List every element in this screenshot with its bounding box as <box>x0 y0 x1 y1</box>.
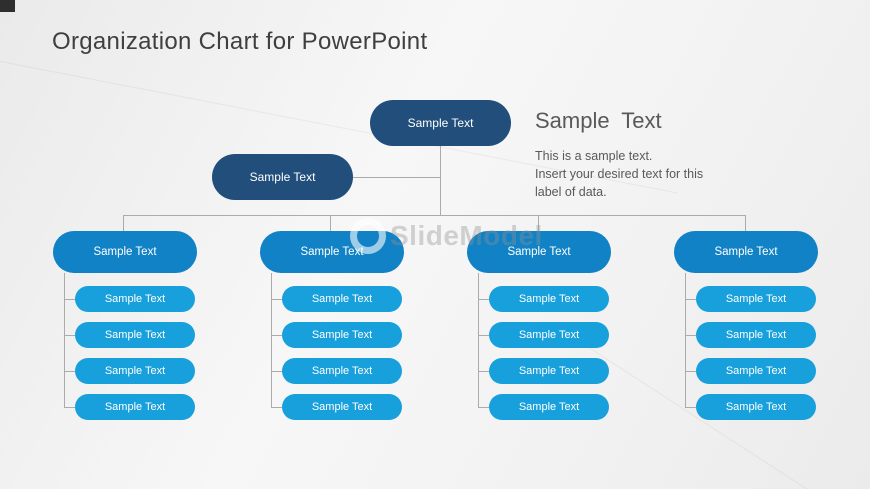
org-node-branch-4[interactable]: Sample Text <box>674 231 818 273</box>
org-node-child[interactable]: Sample Text <box>489 322 609 348</box>
org-branch-1: Sample Text Sample Text Sample Text Samp… <box>53 231 197 421</box>
connector-child-stub <box>685 407 696 408</box>
connector-child-stub <box>64 407 75 408</box>
connector-child-stub <box>685 335 696 336</box>
connector-children-rail <box>271 273 272 407</box>
connector-main-horizontal <box>123 215 746 216</box>
annotation-line: label of data. <box>535 185 607 199</box>
connector-child-stub <box>271 371 282 372</box>
annotation-heading: Sample Text <box>535 108 662 133</box>
org-node-child[interactable]: Sample Text <box>282 286 402 312</box>
connector-child-stub <box>64 371 75 372</box>
connector-child-stub <box>478 371 489 372</box>
annotation-line: Insert your desired text for this <box>535 167 704 181</box>
connector-branch-drop <box>538 215 539 231</box>
org-node-child[interactable]: Sample Text <box>282 322 402 348</box>
connector-child-stub <box>64 335 75 336</box>
connector-child-stub <box>478 299 489 300</box>
org-node-child[interactable]: Sample Text <box>282 394 402 420</box>
org-branch-4: Sample Text Sample Text Sample Text Samp… <box>674 231 818 421</box>
org-node-branch-3[interactable]: Sample Text <box>467 231 611 273</box>
org-node-child[interactable]: Sample Text <box>75 286 195 312</box>
org-node-assistant[interactable]: Sample Text <box>212 154 353 200</box>
org-node-child[interactable]: Sample Text <box>282 358 402 384</box>
annotation-block[interactable]: Sample Text This is a sample text. Inser… <box>535 108 745 201</box>
slide-title[interactable]: Organization Chart for PowerPoint <box>52 28 428 55</box>
org-node-child[interactable]: Sample Text <box>75 394 195 420</box>
org-node-root[interactable]: Sample Text <box>370 100 511 146</box>
org-node-child[interactable]: Sample Text <box>696 322 816 348</box>
org-node-child[interactable]: Sample Text <box>489 286 609 312</box>
org-node-child[interactable]: Sample Text <box>75 322 195 348</box>
org-node-branch-2[interactable]: Sample Text <box>260 231 404 273</box>
connector-child-stub <box>271 335 282 336</box>
connector-branch-drop <box>330 215 331 231</box>
org-node-child[interactable]: Sample Text <box>696 358 816 384</box>
connector-child-stub <box>64 299 75 300</box>
org-branch-2: Sample Text Sample Text Sample Text Samp… <box>260 231 404 421</box>
connector-root-vertical <box>440 146 441 215</box>
connector-child-stub <box>685 299 696 300</box>
connector-child-stub <box>478 335 489 336</box>
connector-child-stub <box>685 371 696 372</box>
annotation-line: This is a sample text. <box>535 149 653 163</box>
connector-assistant-horizontal <box>353 177 440 178</box>
annotation-body: This is a sample text. Insert your desir… <box>535 147 745 201</box>
corner-mark <box>0 0 15 12</box>
connector-children-rail <box>478 273 479 407</box>
connector-child-stub <box>271 407 282 408</box>
org-node-child[interactable]: Sample Text <box>75 358 195 384</box>
org-node-child[interactable]: Sample Text <box>489 358 609 384</box>
connector-children-rail <box>64 273 65 407</box>
connector-child-stub <box>478 407 489 408</box>
connector-branch-drop <box>745 215 746 231</box>
connector-child-stub <box>271 299 282 300</box>
org-node-child[interactable]: Sample Text <box>696 394 816 420</box>
org-node-child[interactable]: Sample Text <box>696 286 816 312</box>
org-node-child[interactable]: Sample Text <box>489 394 609 420</box>
connector-branch-drop <box>123 215 124 231</box>
org-node-branch-1[interactable]: Sample Text <box>53 231 197 273</box>
connector-children-rail <box>685 273 686 407</box>
org-branch-3: Sample Text Sample Text Sample Text Samp… <box>467 231 611 421</box>
